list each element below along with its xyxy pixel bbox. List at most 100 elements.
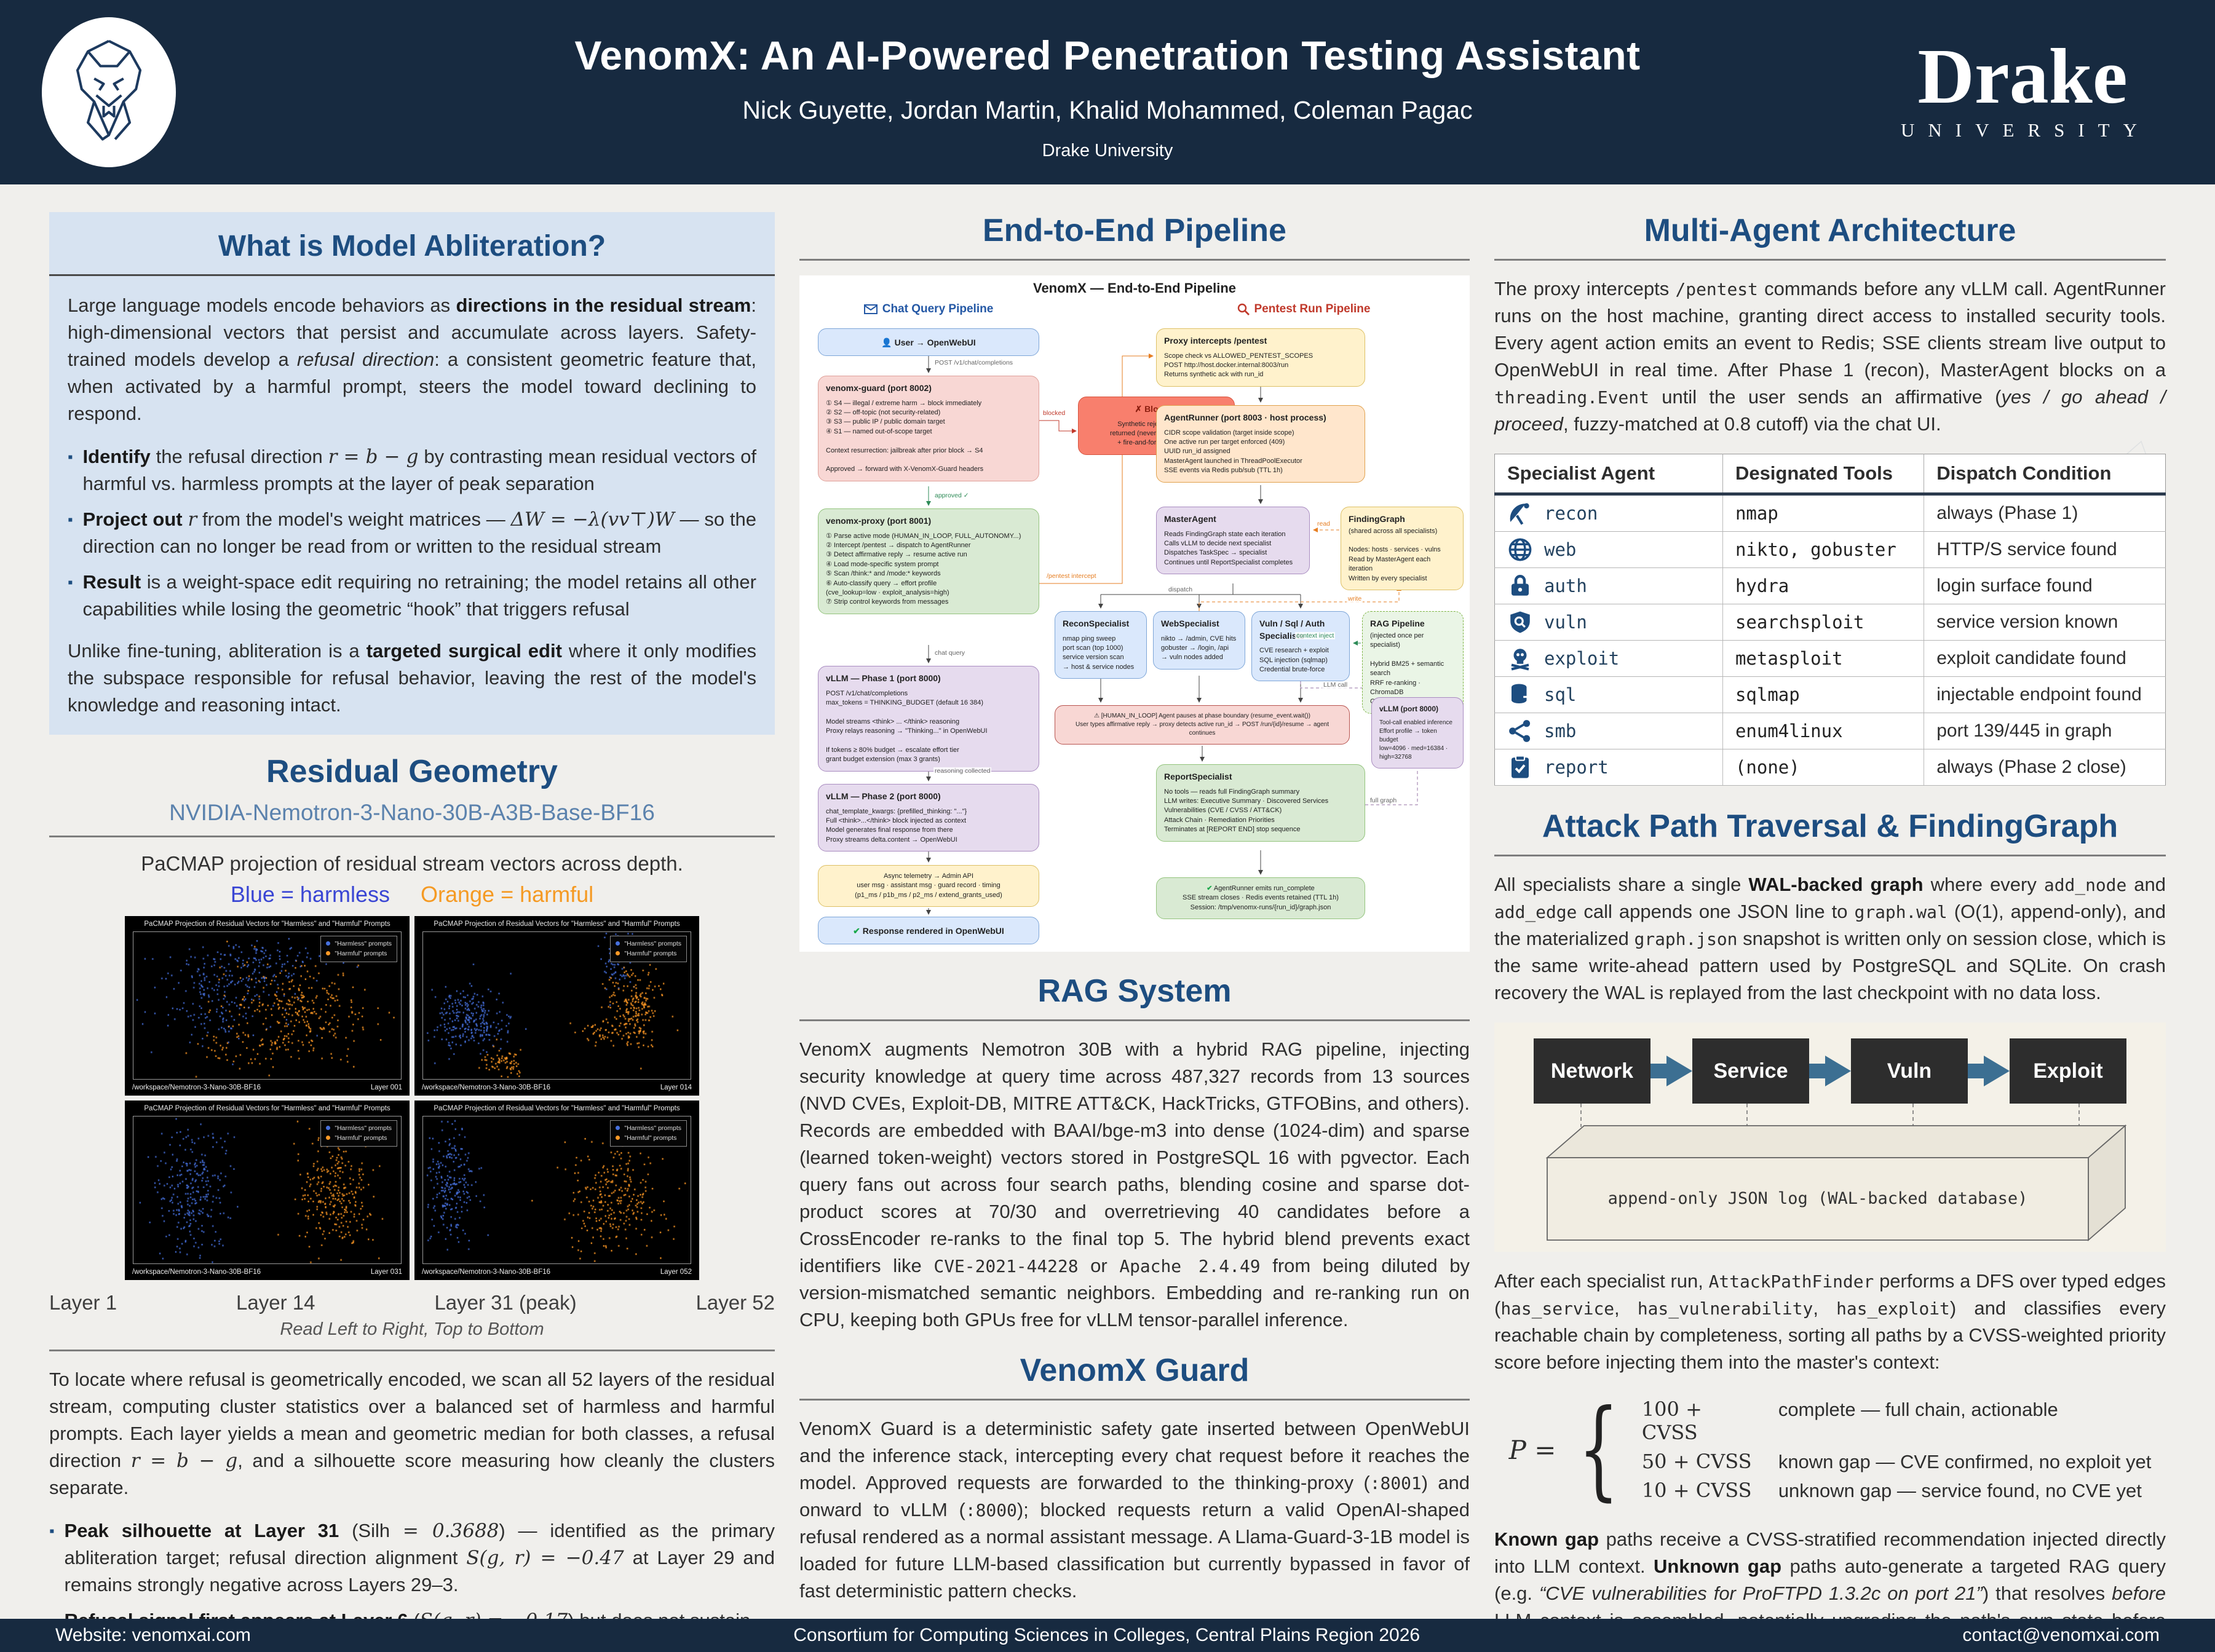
table-row: web nikto, gobuster HTTP/S service found [1494, 531, 2166, 569]
workspace-path: /workspace/Nemotron-3-Nano-30B-BF16 [422, 1268, 551, 1276]
specialist-agent-table: Specialist Agent Designated Tools Dispat… [1494, 454, 2166, 786]
layer-label-1: Layer 1 [49, 1291, 117, 1314]
table-row: vuln searchsploit service version known [1494, 604, 2166, 641]
divider [49, 274, 775, 276]
abliteration-bullet-2: ▪ Project out r from the model's weight … [68, 506, 756, 560]
wal-log-box: append-only JSON log (WAL-backed databas… [1545, 1104, 2127, 1242]
attack-chain-row: Network Service Vuln Exploit [1502, 1038, 2158, 1104]
footer-website: Website: venomxai.com [55, 1625, 251, 1645]
shield-search-icon [1510, 611, 1530, 633]
reading-order-caption: Read Left to Right, Top to Bottom [280, 1319, 544, 1340]
divider [799, 1399, 1470, 1401]
col-dispatch-condition: Dispatch Condition [1924, 454, 2166, 496]
run-complete-box: ✔ AgentRunner emits run_complete SSE str… [1156, 877, 1365, 920]
pipeline-diagram: VenomX — End-to-End Pipeline [799, 275, 1470, 952]
rag-paragraph: VenomX augments Nemotron 30B with a hybr… [799, 1038, 1470, 1331]
legend-harmless: Blue = harmless [230, 882, 390, 907]
abliteration-bullet-3: ▪ Result is a weight-space edit requirin… [68, 569, 756, 623]
pentest-lane-header: Pentest Run Pipeline [1144, 302, 1464, 316]
bullet-marker: ▪ [68, 512, 73, 529]
middle-column: End-to-End Pipeline VenomX — End-to-End … [799, 212, 1470, 1652]
brace-glyph: { [1578, 1386, 1620, 1512]
layer-label-31: Layer 31 (peak) [434, 1291, 577, 1314]
satellite-dish-icon [1510, 503, 1529, 525]
envelope-icon [863, 304, 878, 314]
venomx-guard-box: venomx-guard (port 8002) ① S4 — illegal … [818, 376, 1039, 481]
masteragent-box: MasterAgent Reads FindingGraph state eac… [1156, 507, 1310, 575]
chat-lane-header: Chat Query Pipeline [818, 302, 1039, 316]
globe-icon [1508, 538, 1532, 561]
abliteration-bullet-1: ▪ Identify the refusal direction r = b −… [68, 443, 756, 497]
divider [799, 259, 1470, 261]
poster-title: VenomX: An AI-Powered Penetration Testin… [574, 33, 1641, 78]
poster-authors: Nick Guyette, Jordan Martin, Khalid Moha… [742, 96, 1473, 124]
poster-affiliation: Drake University [1042, 141, 1173, 160]
edge-label-llm-call: LLM call [1322, 681, 1349, 689]
pacmap-panel-layer31: PaCMAP Projection of Residual Vectors fo… [125, 1101, 410, 1281]
plot-legend: "Harmless" prompts "Harmful" prompts [610, 1120, 687, 1147]
residual-model-name: NVIDIA-Nemotron-3-Nano-30B-A3B-Base-BF16 [169, 800, 655, 826]
attack-path-section: Attack Path Traversal & FindingGraph All… [1494, 808, 2166, 1652]
edge-label-reasoning: reasoning collected [933, 767, 992, 775]
guard-heading: VenomX Guard [1020, 1353, 1250, 1389]
vuln-sql-auth-box: Vuln / Sql / Auth Specialists CVE resear… [1251, 611, 1350, 682]
formula-lhs: P = [1508, 1434, 1556, 1465]
guard-paragraph: VenomX Guard is a deterministic safety g… [799, 1418, 1470, 1602]
pacmap-grid: PaCMAP Projection of Residual Vectors fo… [125, 916, 699, 1281]
agentrunner-box: AgentRunner (port 8003 · host process) C… [1156, 405, 1365, 483]
drake-university-logo: Drake UNIVERSITY [1895, 37, 2150, 141]
bullet-marker: ▪ [68, 574, 73, 591]
venomx-guard-section: VenomX Guard VenomX Guard is a determini… [799, 1352, 1470, 1652]
telemetry-box: Async telemetry → Admin API user msg · a… [818, 865, 1039, 907]
edge-label-read: read [1316, 520, 1332, 528]
table-row: smb enum4linux port 139/445 in graph [1494, 713, 2166, 750]
abliteration-heading: What is Model Abliteration? [218, 230, 606, 263]
poster-header: VenomX: An AI-Powered Penetration Testin… [0, 0, 2215, 184]
vllm-toolcall-box: vLLM (port 8000) Tool-call enabled infer… [1371, 697, 1464, 769]
attackpathfinder-paragraph: After each specialist run, AttackPathFin… [1494, 1270, 2166, 1373]
database-icon [1512, 684, 1532, 704]
rag-heading: RAG System [1037, 973, 1232, 1009]
residual-bullet-1: ▪ Peak silhouette at Layer 31 (Silh = 0.… [49, 1520, 775, 1596]
specialist-table-wrap: Specialist Agent Designated Tools Dispat… [1494, 440, 2166, 786]
vuln-node: Vuln [1851, 1038, 1968, 1104]
abliteration-intro: Large language models encode behaviors a… [68, 294, 757, 425]
edge-label-post: POST /v1/chat/completions [933, 359, 1015, 366]
divider [1494, 259, 2166, 261]
edge-label-full-graph: full graph [1369, 797, 1398, 804]
right-column: Multi-Agent Architecture The proxy inter… [1494, 212, 2166, 1652]
plot-legend: "Harmless" prompts "Harmful" prompts [320, 1120, 397, 1147]
user-icon: 👤 [881, 338, 892, 347]
check-icon: ✔ [853, 926, 860, 936]
legend-harmful: Orange = harmful [420, 882, 594, 907]
table-row: recon nmap always (Phase 1) [1494, 494, 2166, 532]
color-legend: Blue = harmless Orange = harmful [49, 882, 775, 907]
diagram-title: VenomX — End-to-End Pipeline [1032, 280, 1237, 296]
edge-label-approved: approved ✓ [933, 492, 970, 499]
user-openwebui-box: 👤 User → OpenWebUI [818, 328, 1039, 356]
vllm-phase1-box: vLLM — Phase 1 (port 8000) POST /v1/chat… [818, 666, 1039, 772]
rag-system-section: RAG System VenomX augments Nemotron 30B … [799, 973, 1470, 1334]
arrow-icon [1809, 1056, 1851, 1087]
multiagent-heading: Multi-Agent Architecture [1644, 213, 2016, 248]
abliteration-section: What is Model Abliteration? Large langua… [49, 212, 775, 735]
multiagent-paragraph: The proxy intercepts /pentest commands b… [1494, 278, 2166, 435]
pipeline-heading: End-to-End Pipeline [983, 213, 1286, 248]
clipboard-check-icon [1512, 755, 1529, 778]
layer-badge: Layer 014 [660, 1084, 692, 1092]
col-specialist-agent: Specialist Agent [1494, 454, 1723, 496]
plot-legend: "Harmless" prompts "Harmful" prompts [610, 936, 687, 962]
col-designated-tools: Designated Tools [1722, 454, 1925, 496]
share-nodes-icon [1509, 720, 1531, 742]
table-row: auth hydra login surface found [1494, 567, 2166, 605]
wal-paragraph: All specialists share a single WAL-backe… [1494, 874, 2166, 1004]
findinggraph-diagram: Network Service Vuln Exploit [1494, 1022, 2166, 1252]
plot-legend: "Harmless" prompts "Harmful" prompts [320, 936, 397, 962]
drake-wordmark: Drake [1917, 33, 2128, 120]
wal-label: append-only JSON log (WAL-backed databas… [1608, 1189, 2028, 1208]
arrow-icon [1968, 1056, 2010, 1087]
layer-badge: Layer 031 [370, 1268, 402, 1276]
